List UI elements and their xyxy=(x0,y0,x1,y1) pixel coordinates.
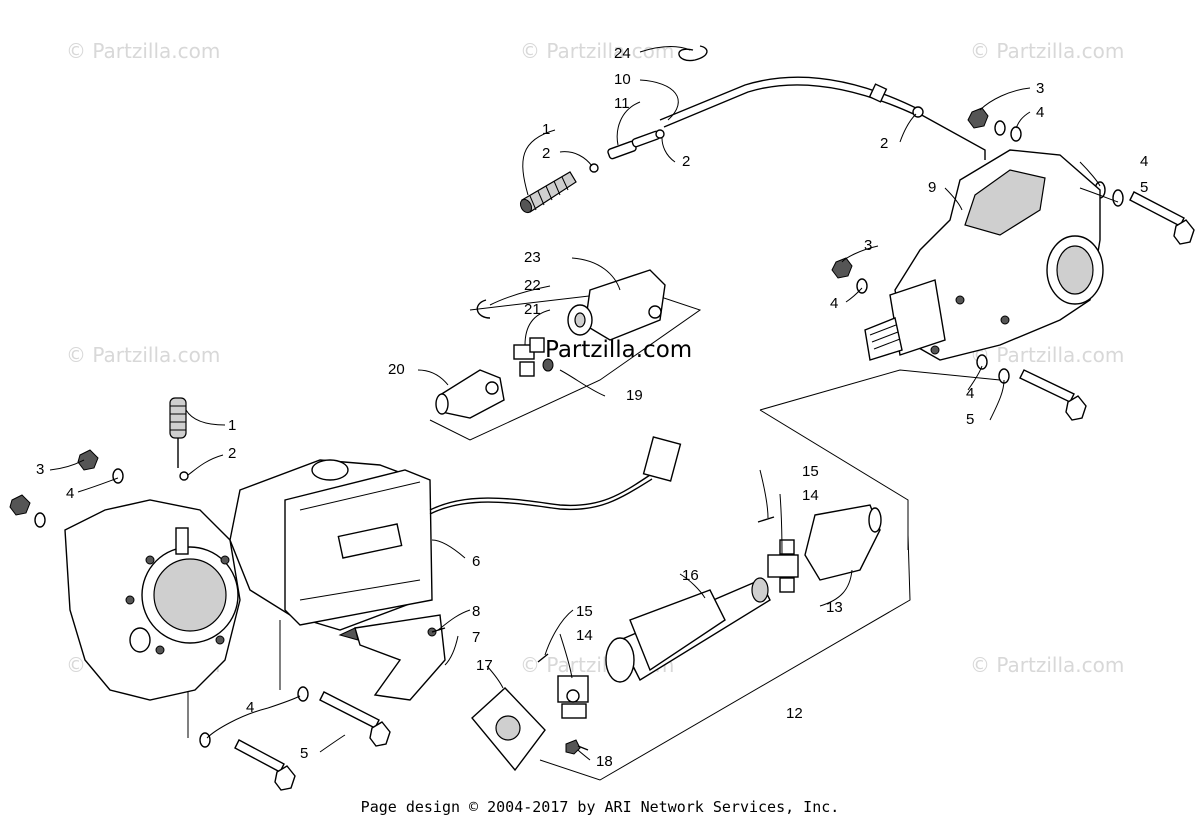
leader-lines xyxy=(49,46,1119,761)
callout-6: 6 xyxy=(472,553,480,570)
callout-15: 15 xyxy=(802,463,819,480)
callout-8: 8 xyxy=(472,603,480,620)
callout-14: 14 xyxy=(576,627,593,644)
callout-12: 12 xyxy=(786,705,803,722)
part-16-driveshaft xyxy=(605,577,771,683)
callout-17: 17 xyxy=(476,657,493,674)
part-23-yoke xyxy=(567,269,666,341)
callout-24: 24 xyxy=(614,45,631,62)
callout-5: 5 xyxy=(300,745,308,762)
callout-2: 2 xyxy=(228,445,236,462)
footer-credit: Page design © 2004-2017 by ARI Network S… xyxy=(360,798,840,816)
callout-labels: 24 10 11 1 2 2 2 3 4 9 4 5 3 4 23 22 21 … xyxy=(36,45,1148,770)
callout-3: 3 xyxy=(1036,80,1044,97)
callout-22: 22 xyxy=(524,277,541,294)
callout-14: 14 xyxy=(802,487,819,504)
hardware-mid-right xyxy=(831,257,1087,421)
callout-4: 4 xyxy=(1036,104,1044,121)
part-2-clip xyxy=(179,471,189,481)
part-14-cross-right xyxy=(767,539,799,593)
part-18-screw xyxy=(565,739,589,755)
callout-4: 4 xyxy=(830,295,838,312)
callout-2: 2 xyxy=(542,145,550,162)
center-watermark: Partzilla.com xyxy=(545,337,692,363)
callout-11: 11 xyxy=(614,95,630,112)
callout-3: 3 xyxy=(864,237,872,254)
callout-5: 5 xyxy=(966,411,974,428)
part-22-snap-ring xyxy=(476,299,491,319)
callout-4: 4 xyxy=(246,699,254,716)
callout-1: 1 xyxy=(542,121,550,138)
callout-13: 13 xyxy=(826,599,843,616)
callout-16: 16 xyxy=(682,567,699,584)
part-6-actuator xyxy=(229,436,682,631)
hardware-left xyxy=(9,449,124,528)
watermark: © Partzilla.com xyxy=(970,39,1124,63)
watermark: © Partzilla.com xyxy=(520,39,674,63)
part-1-boot-top xyxy=(519,171,577,214)
part-14-cross-lower xyxy=(557,675,589,719)
callout-9: 9 xyxy=(928,179,936,196)
callout-7: 7 xyxy=(472,629,480,646)
part-17-flange xyxy=(471,687,546,772)
part-2-clip xyxy=(655,129,665,139)
callout-23: 23 xyxy=(524,249,541,266)
callout-21: 21 xyxy=(524,301,541,318)
part-9-rear-gearcase xyxy=(864,149,1104,361)
front-gearcase xyxy=(64,499,241,701)
part-11-cable-end xyxy=(607,130,661,160)
part-21-cross xyxy=(513,337,554,377)
part-24-snap-ring xyxy=(678,45,708,62)
part-1-boot-left xyxy=(169,397,187,468)
callout-4: 4 xyxy=(1140,153,1148,170)
callout-1: 1 xyxy=(228,417,236,434)
part-7-bracket xyxy=(338,614,446,701)
hardware-bottom-left xyxy=(199,686,391,791)
part-20-shaft-yoke xyxy=(435,369,505,419)
callout-2: 2 xyxy=(682,153,690,170)
callout-10: 10 xyxy=(614,71,631,88)
watermark: © Partzilla.com xyxy=(66,39,220,63)
part-13-yoke xyxy=(804,504,882,581)
callout-20: 20 xyxy=(388,361,405,378)
callout-4: 4 xyxy=(66,485,74,502)
callout-18: 18 xyxy=(596,753,613,770)
watermark: © Partzilla.com xyxy=(66,343,220,367)
callout-19: 19 xyxy=(626,387,643,404)
callout-3: 3 xyxy=(36,461,44,478)
callout-5: 5 xyxy=(1140,179,1148,196)
callout-15: 15 xyxy=(576,603,593,620)
callout-2: 2 xyxy=(880,135,888,152)
watermark: © Partzilla.com xyxy=(970,653,1124,677)
part-15-pin-lower xyxy=(537,653,549,663)
part-10-cable xyxy=(659,76,986,160)
part-15-pin-right xyxy=(757,516,775,523)
callout-4: 4 xyxy=(966,385,974,402)
watermark: © Partzilla.com xyxy=(970,343,1124,367)
